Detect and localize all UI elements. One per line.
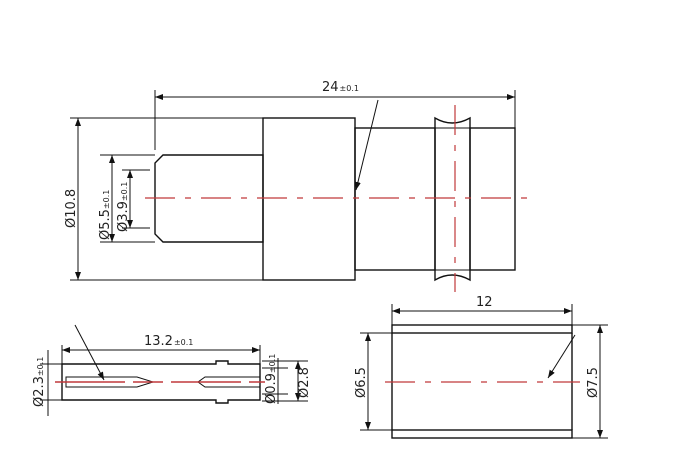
crimp-outer-label: Ø5.5±0.1: [98, 190, 113, 240]
nut-diameter-label: Ø10.8: [64, 189, 79, 228]
pin-shoulder-label: Ø2.8: [297, 367, 312, 398]
ferrule-inner-label: Ø6.5: [354, 367, 369, 398]
pin-length-label: 13.2±0.1: [144, 334, 193, 349]
body: [354, 127, 436, 271]
pin-view: 13.2±0.1 Ø2.3±0.1 Ø0.9±0.1 Ø2.8: [32, 324, 312, 416]
pin-body: [61, 360, 261, 404]
knurled-nut: [262, 117, 356, 281]
ferrule-wall-top: [391, 324, 573, 334]
leader-line: [354, 99, 379, 191]
ferrule-outer-label: Ø7.5: [586, 367, 601, 398]
pin-diameter-label: Ø2.3±0.1: [32, 357, 47, 407]
body-front: [469, 127, 516, 271]
pin-bore-label: Ø0.9±0.1: [264, 354, 279, 404]
ferrule-wall-bottom: [391, 429, 573, 439]
body-ring: [434, 116, 471, 282]
crimp-inner-label: Ø3.9±0.1: [116, 182, 131, 232]
connector-length-label: 24±0.1: [322, 80, 359, 95]
ferrule-view: 12 Ø6.5 Ø7.5: [354, 295, 608, 439]
ferrule-length-label: 12: [476, 295, 493, 310]
connector-view: 24±0.1 Ø10.8 Ø5.5±0.1 Ø3.9±0.1: [64, 80, 530, 292]
